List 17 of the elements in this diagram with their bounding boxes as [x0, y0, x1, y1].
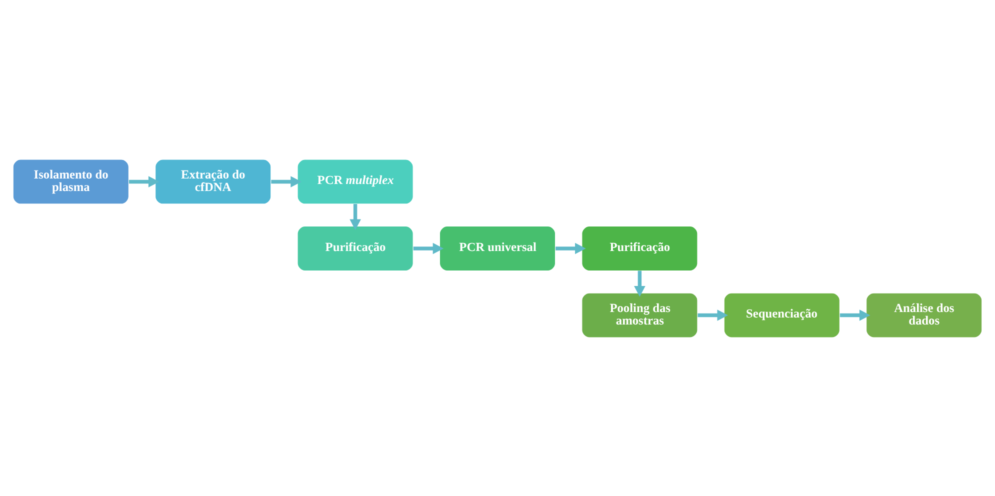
node-box: Purificação [582, 225, 698, 271]
node-box: Extração do cfDNA [155, 158, 272, 204]
node-box: PCR universal [439, 225, 556, 271]
arrow [840, 309, 870, 320]
node-box: Pooling das amostras [582, 292, 698, 338]
arrow [128, 176, 160, 187]
arrow [698, 309, 728, 320]
node-box: Purificação [297, 225, 414, 271]
arrow [413, 242, 444, 254]
node-box: Análise dos dados [866, 292, 982, 338]
node-box: Sequenciação [724, 292, 840, 338]
node-box: PCR multiplex [297, 158, 414, 204]
arrow [634, 270, 646, 296]
arrow [271, 176, 302, 187]
arrow [556, 242, 586, 254]
arrow [350, 203, 361, 230]
node-box: Isolamento do plasma [12, 158, 130, 204]
